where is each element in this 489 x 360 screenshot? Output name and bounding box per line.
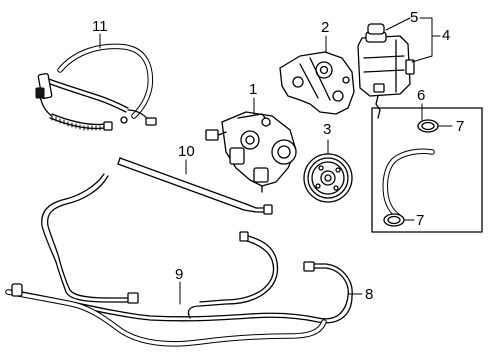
part-6-return-hose [382, 148, 435, 219]
part-5-reservoir-cap [367, 23, 385, 35]
leader-5 [385, 17, 411, 31]
callout-11: 11 [92, 18, 108, 35]
return-line-left [41, 173, 139, 304]
part-9-pressure-line [9, 261, 353, 324]
callout-3: 3 [323, 121, 331, 138]
callout-6: 6 [417, 87, 425, 104]
callout-9: 9 [175, 266, 183, 283]
part-11-corrugated-section [51, 115, 101, 131]
part-10-cooler [117, 157, 273, 215]
part-4-reservoir [357, 31, 415, 119]
part-2-pump-bracket [279, 51, 355, 115]
callout-2: 2 [321, 19, 329, 36]
callout-10: 10 [178, 143, 195, 160]
leader-4-bracket-b [411, 55, 433, 63]
callout-8: 8 [365, 286, 373, 303]
callout-1: 1 [249, 81, 257, 98]
part-3-pulley [303, 153, 353, 203]
inset-box-6 [371, 107, 483, 233]
callout-7-bottom: 7 [416, 212, 424, 229]
part-1-power-steering-pump [205, 111, 297, 193]
part-7-hose-clamp-bottom [383, 213, 405, 227]
part-8-return-line [5, 231, 327, 347]
callout-4: 4 [442, 27, 450, 44]
part-7-hose-clamp-top [417, 119, 439, 133]
callout-5: 5 [410, 9, 418, 26]
callout-7-top: 7 [456, 118, 464, 135]
part-11-pressure-hose-assembly [35, 43, 157, 131]
